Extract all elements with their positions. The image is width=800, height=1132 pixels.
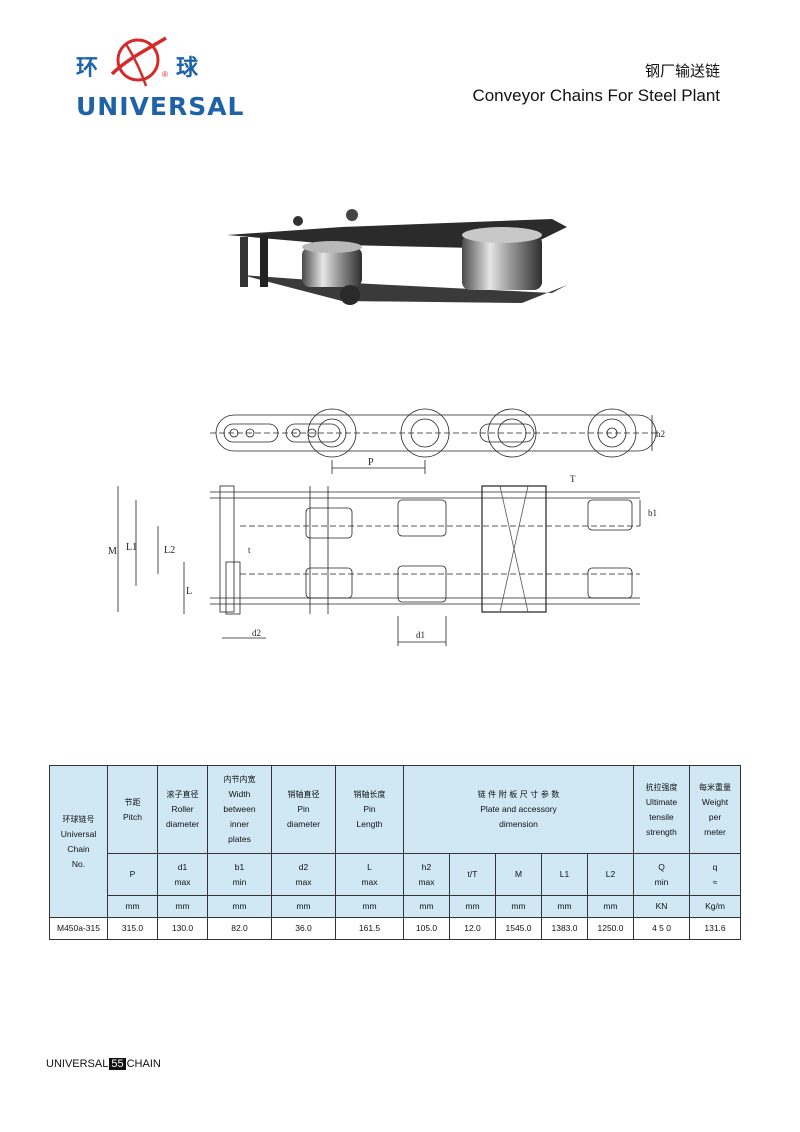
header-pin-length: 销轴长度 Pin Length: [335, 765, 404, 854]
chain-product-photo: [227, 209, 567, 305]
header-tensile-strength: 抗拉强度 Ultimate tensile strength: [633, 765, 691, 854]
header-pin-diameter: 销轴直径 Pin diameter: [271, 765, 336, 854]
symbol-cell: M: [495, 853, 542, 896]
label-L: L: [186, 586, 192, 597]
page-number: 55: [109, 1058, 126, 1070]
symbol-cell: L1: [541, 853, 588, 896]
footer-left: UNIVERSAL: [46, 1058, 109, 1070]
table-cell: 82.0: [207, 917, 272, 940]
symbol-cell: L2: [586, 853, 635, 896]
chain-technical-drawing: P h2 M L1 L2 L t T b1 d2 d1: [108, 408, 665, 646]
table-cell: 4 5 0: [633, 917, 691, 940]
table-cell: 12.0: [449, 917, 496, 940]
label-d1: d1: [416, 630, 425, 640]
label-T: T: [570, 474, 576, 484]
unit-cell: mm: [157, 895, 208, 918]
table-cell: 131.6: [689, 917, 742, 940]
label-d2: d2: [252, 628, 261, 638]
unit-cell: mm: [449, 895, 496, 918]
unit-cell: mm: [207, 895, 272, 918]
label-L1: L1: [126, 542, 137, 553]
table-header-row: 环球链号 Universal Chain No. 节距 Pitch 滚子直径 R…: [49, 765, 742, 918]
table-cell: 161.5: [335, 917, 404, 940]
header-plate-dimension: 链 件 附 板 尺 寸 参 数 Plate and accessory dime…: [402, 765, 635, 854]
symbol-cell: P: [107, 853, 158, 896]
logo-cn-right: 球: [176, 56, 199, 81]
label-M: M: [108, 546, 117, 557]
unit-cell: mm: [586, 895, 635, 918]
table-cell: 315.0: [107, 917, 158, 940]
table-cell: 1250.0: [586, 917, 635, 940]
header-weight: 每米重量 Weight per meter: [689, 765, 742, 854]
symbol-cell: q≈: [689, 853, 742, 896]
registered-mark: ®: [162, 70, 168, 79]
unit-cell: mm: [403, 895, 450, 918]
globe-logo-icon: [110, 36, 167, 87]
page-title-en: Conveyor Chains For Steel Plant: [472, 86, 720, 105]
header-pitch: 节距 Pitch: [107, 765, 158, 854]
unit-cell: mm: [107, 895, 158, 918]
header-chain-no: 环球链号 Universal Chain No.: [49, 765, 108, 918]
logo-wordmark: UNIVERSAL: [76, 92, 245, 121]
table-cell: 36.0: [271, 917, 336, 940]
label-t: t: [248, 545, 251, 555]
table-cell: 1545.0: [495, 917, 542, 940]
page-footer: UNIVERSAL 55 CHAIN: [46, 1058, 161, 1070]
page-title-cn: 钢厂输送链: [644, 62, 720, 80]
label-P: P: [368, 457, 374, 468]
label-b1: b1: [648, 508, 657, 518]
label-L2: L2: [164, 545, 175, 556]
logo-cn-left: 环: [76, 56, 99, 81]
symbol-cell: t/T: [449, 853, 496, 896]
table-cell: 130.0: [157, 917, 208, 940]
header-inner-width: 内节内宽 Width between inner plates: [207, 765, 272, 854]
footer-right: CHAIN: [126, 1058, 161, 1070]
spec-table: 环球链号 Universal Chain No. 节距 Pitch 滚子直径 R…: [49, 765, 742, 940]
unit-cell: mm: [335, 895, 404, 918]
table-cell: 105.0: [403, 917, 450, 940]
chain-no-cell: M450a-315: [49, 917, 108, 940]
brand-logo: 环 球 ® UNIVERSAL: [70, 30, 244, 125]
unit-cell: mm: [541, 895, 588, 918]
unit-cell: Kg/m: [689, 895, 742, 918]
unit-cell: mm: [271, 895, 336, 918]
table-cell: 1383.0: [541, 917, 588, 940]
unit-cell: KN: [633, 895, 691, 918]
unit-cell: mm: [495, 895, 542, 918]
header-roller-diameter: 滚子直径 Roller diameter: [157, 765, 208, 854]
label-h2: h2: [656, 429, 665, 439]
